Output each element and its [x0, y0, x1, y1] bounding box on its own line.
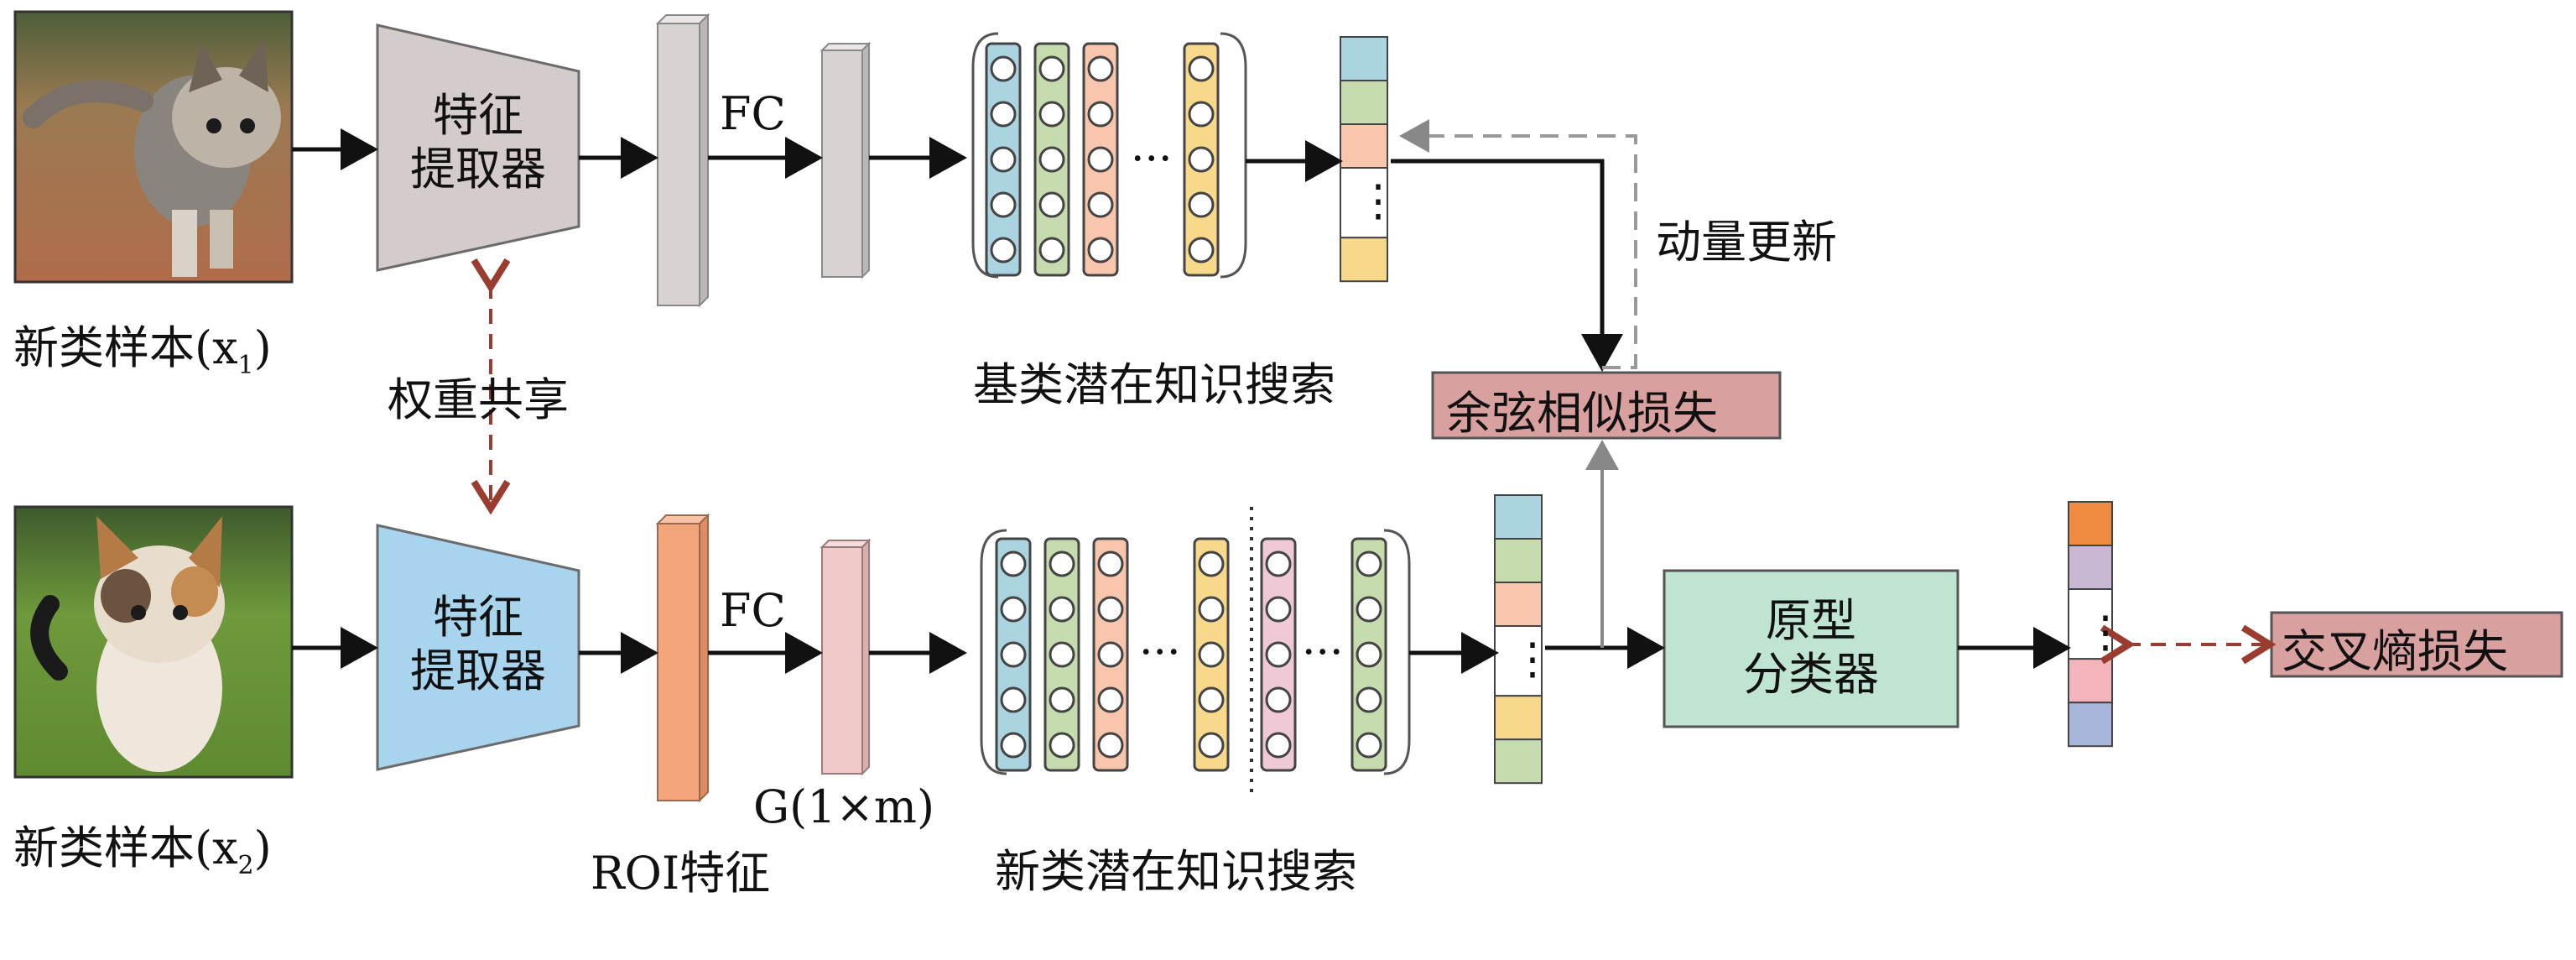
cosine-loss-box — [1431, 371, 1782, 440]
sample-label-1-sub: 1 — [237, 351, 254, 380]
neuron-column-bottom-1 — [995, 537, 1032, 772]
dots-final-vector: ⋮ — [2084, 608, 2127, 658]
output-vector-bottom — [1494, 494, 1543, 785]
sample-label-1: 新类样本(x1) — [13, 310, 272, 380]
fc-label-bottom: FC — [720, 584, 786, 637]
fc-output-bar-top — [820, 41, 872, 279]
fc-label-top: FC — [720, 87, 786, 140]
sample-label-1-text: 新类样本(x — [13, 321, 238, 374]
neuron-column-bottom-6 — [1350, 537, 1387, 772]
roi-label: ROI特征 — [591, 847, 771, 900]
sample-label-2-text: 新类样本(x — [13, 822, 238, 874]
prototype-classifier-label: 原型 分类器 — [1664, 594, 1958, 702]
shared-weights-label: 权重共享 — [388, 373, 569, 426]
cross-entropy-loss-box — [2270, 611, 2563, 678]
neuron-column-top-3 — [1082, 42, 1119, 277]
final-output-vector — [2068, 501, 2113, 748]
extractor-bottom-label: 特征 提取器 — [382, 591, 575, 698]
ellipsis-top: ··· — [1131, 134, 1173, 185]
base-knowledge-search-columns — [985, 42, 1220, 277]
sample-label-1-close: ) — [253, 321, 272, 374]
cat-image-1 — [13, 10, 294, 284]
neuron-column-top-1 — [985, 42, 1022, 277]
g-label: G(1×m) — [753, 780, 935, 833]
cosine-loss-label: 余弦相似损失 — [1446, 387, 1718, 440]
sample-label-2: 新类样本(x2) — [13, 811, 272, 880]
dots-bottom-vector: ⋮ — [1511, 634, 1554, 685]
cat-image-2 — [13, 505, 294, 779]
momentum-update-label: 动量更新 — [1656, 216, 1837, 269]
neuron-column-bottom-5 — [1260, 537, 1297, 772]
dots-top-vector: ⋮ — [1356, 176, 1400, 227]
extractor-top-line2: 提取器 — [410, 143, 546, 196]
feature-extractor-top — [376, 23, 580, 272]
bracket-right-bottom — [1383, 529, 1411, 775]
extractor-bottom-line1: 特征 — [433, 591, 523, 644]
g-vector-bar — [820, 538, 872, 776]
vector-cells-final — [2068, 501, 2113, 748]
bracket-left-bottom — [980, 529, 1007, 775]
neuron-column-bottom-3 — [1092, 537, 1129, 772]
bracket-right-top — [1220, 32, 1247, 279]
extractor-bottom-line2: 提取器 — [410, 644, 546, 697]
prototype-classifier-line2: 分类器 — [1743, 648, 1879, 701]
novel-knowledge-search-columns — [995, 537, 1387, 772]
sample-label-2-sub: 2 — [237, 851, 254, 880]
roi-feature-bar — [655, 513, 710, 803]
fc-input-bar-top — [655, 13, 710, 308]
ellipsis-bottom-right: ··· — [1302, 628, 1344, 678]
output-vector-top — [1340, 36, 1388, 283]
neuron-column-top-2 — [1033, 42, 1070, 277]
novel-search-label: 新类潜在知识搜索 — [995, 845, 1357, 898]
ellipsis-bottom-left: ··· — [1139, 628, 1181, 678]
sample-label-2-close: ) — [253, 822, 272, 874]
momentum-update-arrow — [1399, 119, 1637, 369]
vector-cells-top — [1340, 36, 1388, 283]
vector-cells-bottom — [1494, 494, 1543, 785]
neuron-column-top-4 — [1183, 42, 1220, 277]
prototype-classifier-box — [1663, 569, 1959, 728]
neuron-column-bottom-4 — [1193, 537, 1230, 772]
extractor-top-label: 特征 提取器 — [382, 89, 575, 196]
extractor-top-line1: 特征 — [433, 89, 523, 142]
arrows — [292, 128, 2071, 674]
base-search-label: 基类潜在知识搜索 — [973, 358, 1335, 411]
prototype-classifier-line1: 原型 — [1766, 594, 1856, 647]
feature-extractor-bottom — [376, 524, 580, 771]
cross-entropy-label: 交叉熵损失 — [2282, 625, 2508, 678]
neuron-column-bottom-2 — [1043, 537, 1080, 772]
bracket-left-top — [971, 32, 999, 279]
